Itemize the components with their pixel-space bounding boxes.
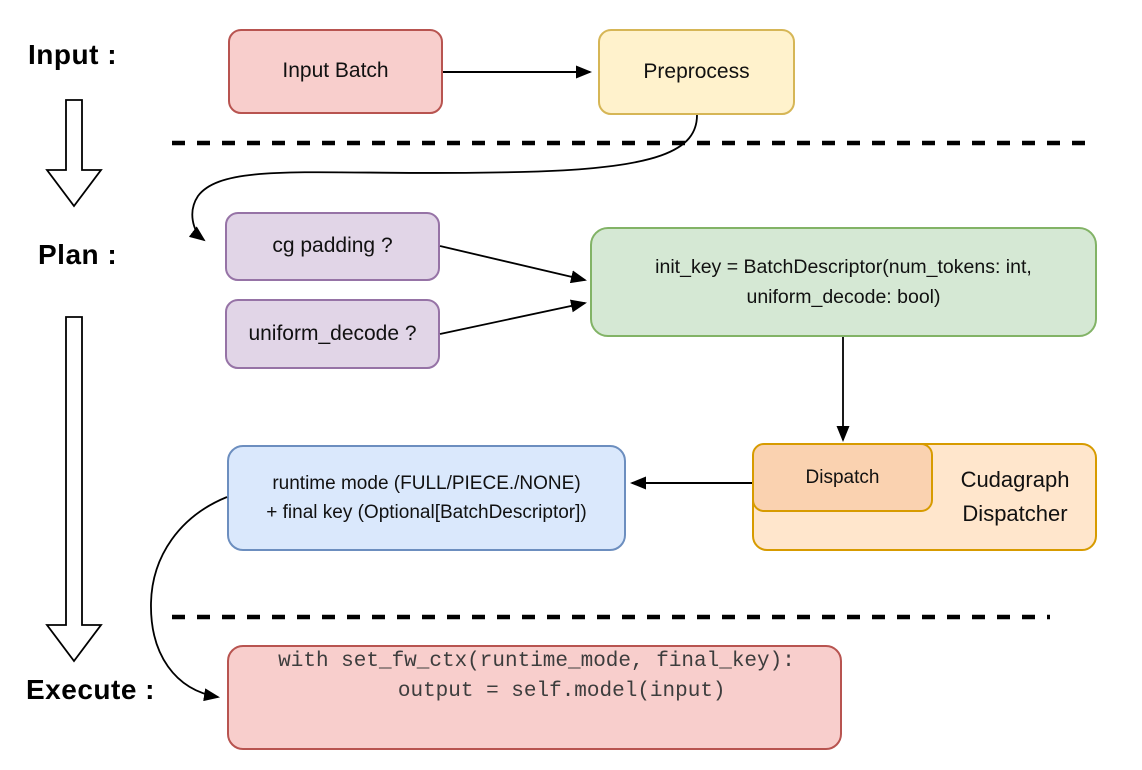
cudagraph-dispatcher-line2: Dispatcher: [962, 501, 1068, 526]
init-key-line1: init_key = BatchDescriptor(num_tokens: i…: [655, 256, 1032, 278]
dispatch-node: Dispatch: [752, 443, 933, 512]
execute-code-node: with set_fw_ctx(runtime_mode, final_key)…: [227, 645, 842, 750]
init-key-line2: uniform_decode: bool): [746, 286, 941, 308]
stage-arrow-input-to-plan-icon: [45, 99, 103, 208]
runtime-result-node: runtime mode (FULL/PIECE./NONE) + final …: [227, 445, 626, 551]
cudagraph-dispatcher-line1: Cudagraph: [960, 467, 1070, 492]
preprocess-label: Preprocess: [643, 59, 750, 83]
stage-arrow-plan-to-execute-icon: [45, 316, 103, 663]
stage-label-execute: Execute :: [26, 674, 155, 705]
execute-code-line1: with set_fw_ctx(runtime_mode, final_key)…: [278, 650, 795, 673]
uniform-decode-label: uniform_decode ?: [248, 321, 417, 345]
runtime-result-line2: + final key (Optional[BatchDescriptor]): [266, 502, 587, 523]
input-batch-node: Input Batch: [228, 29, 443, 114]
dispatch-label: Dispatch: [805, 466, 880, 488]
uniform-decode-node: uniform_decode ?: [225, 299, 440, 369]
runtime-result-line1: runtime mode (FULL/PIECE./NONE): [272, 473, 581, 494]
connector-cgpadding-to-initkey: [439, 245, 587, 284]
connector-runtime-to-executecode: [150, 496, 228, 702]
stage-label-plan: Plan :: [38, 239, 118, 270]
stage-label-input: Input :: [28, 39, 118, 70]
cg-padding-label: cg padding ?: [272, 234, 393, 258]
input-batch-label: Input Batch: [282, 59, 389, 83]
execute-code-line2: output = self.model(input): [347, 680, 726, 703]
preprocess-node: Preprocess: [598, 29, 795, 115]
cg-padding-node: cg padding ?: [225, 212, 440, 281]
cudagraph-dispatcher-label: Cudagraph Dispatcher: [933, 443, 1097, 551]
init-key-node: init_key = BatchDescriptor(num_tokens: i…: [590, 227, 1097, 337]
connector-uniformdecode-to-initkey: [439, 299, 587, 335]
